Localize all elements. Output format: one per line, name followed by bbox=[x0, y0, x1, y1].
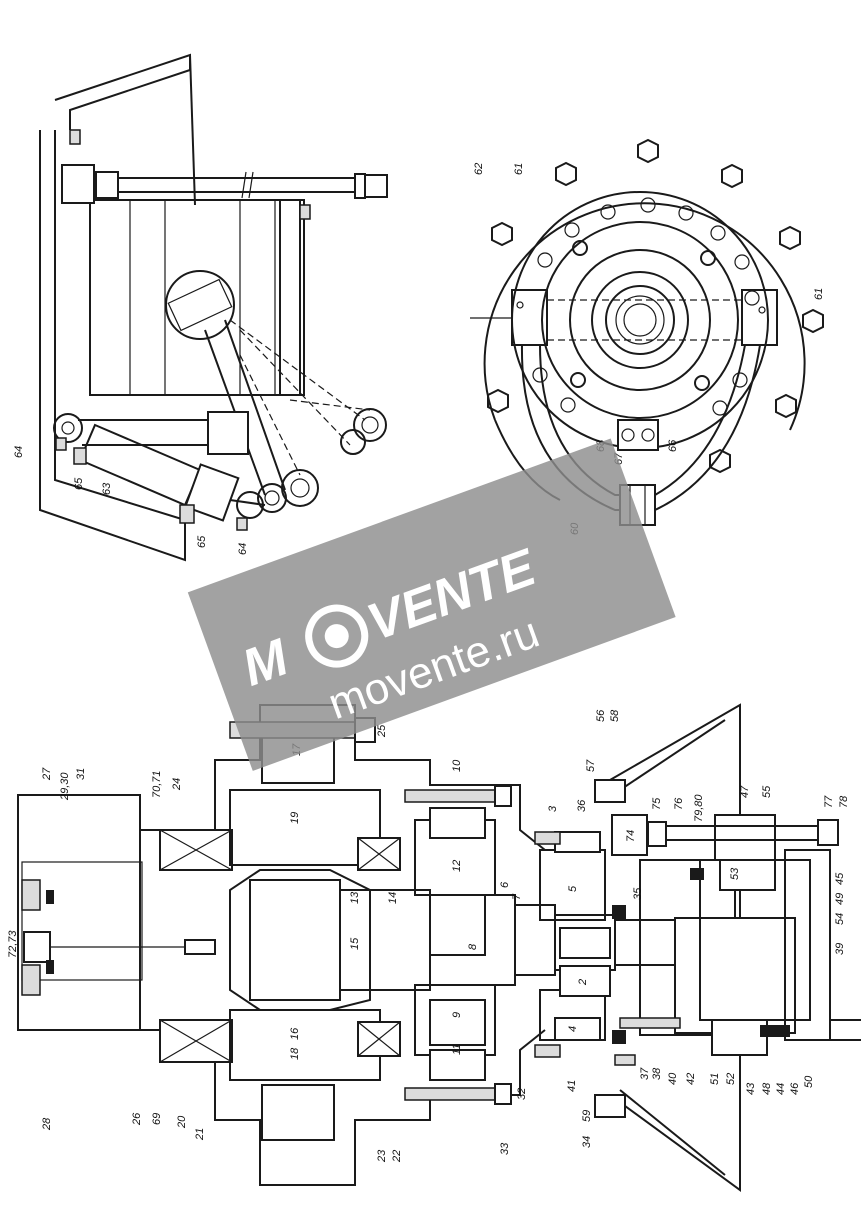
label-39: 39 bbox=[834, 943, 846, 955]
outer-bolt-ring bbox=[487, 138, 824, 474]
label-19: 19 bbox=[289, 812, 301, 824]
label-61a: 61 bbox=[513, 163, 525, 175]
label-5: 5 bbox=[567, 885, 579, 892]
label-32: 32 bbox=[516, 1088, 528, 1100]
label-65a: 65 bbox=[73, 477, 85, 490]
label-79-80: 79,80 bbox=[693, 794, 705, 822]
label-36: 36 bbox=[576, 799, 588, 812]
label-46: 46 bbox=[789, 1082, 801, 1095]
label-45: 45 bbox=[834, 872, 846, 885]
label-16: 16 bbox=[289, 1027, 301, 1040]
label-31: 31 bbox=[75, 768, 87, 780]
label-54: 54 bbox=[834, 913, 846, 925]
label-24: 24 bbox=[171, 778, 183, 791]
watermark-logo-icon bbox=[305, 604, 369, 668]
label-21: 21 bbox=[194, 1128, 206, 1141]
label-75: 75 bbox=[651, 797, 663, 810]
label-55: 55 bbox=[761, 785, 773, 798]
label-74: 74 bbox=[625, 830, 637, 842]
label-70-71: 70,71 bbox=[151, 770, 163, 798]
label-47: 47 bbox=[739, 785, 751, 798]
label-61b: 61 bbox=[813, 288, 825, 300]
label-37: 37 bbox=[639, 1067, 651, 1080]
label-52: 52 bbox=[725, 1073, 737, 1085]
label-40: 40 bbox=[667, 1072, 679, 1085]
label-28: 28 bbox=[41, 1117, 53, 1131]
label-62: 62 bbox=[473, 163, 485, 175]
label-13: 13 bbox=[349, 891, 361, 904]
label-44: 44 bbox=[775, 1083, 787, 1095]
label-3: 3 bbox=[547, 805, 559, 812]
label-59: 59 bbox=[581, 1110, 593, 1122]
label-42: 42 bbox=[685, 1073, 697, 1085]
label-10: 10 bbox=[451, 759, 463, 772]
label-15: 15 bbox=[349, 937, 361, 950]
label-72-73: 72,73 bbox=[7, 930, 19, 958]
label-56: 56 bbox=[595, 709, 607, 722]
label-26: 26 bbox=[131, 1112, 143, 1126]
label-50: 50 bbox=[803, 1075, 815, 1088]
bottom-gearbox-section: 27 29,30 31 70,71 24 72,73 28 26 69 20 2… bbox=[7, 703, 861, 1192]
label-18: 18 bbox=[289, 1047, 301, 1060]
label-64a: 64 bbox=[13, 446, 25, 458]
label-11: 11 bbox=[451, 1044, 463, 1055]
label-41: 41 bbox=[566, 1080, 578, 1092]
label-49: 49 bbox=[834, 893, 846, 905]
label-51: 51 bbox=[709, 1073, 721, 1085]
label-78: 78 bbox=[838, 795, 850, 808]
label-9: 9 bbox=[451, 1012, 463, 1018]
label-8: 8 bbox=[467, 943, 479, 950]
label-33: 33 bbox=[499, 1142, 511, 1155]
label-34: 34 bbox=[581, 1136, 593, 1148]
label-69: 69 bbox=[151, 1113, 163, 1125]
label-27: 27 bbox=[41, 767, 53, 781]
label-6: 6 bbox=[499, 881, 511, 888]
label-43: 43 bbox=[745, 1082, 757, 1095]
label-66: 66 bbox=[667, 439, 679, 452]
top-left-assembly-view: 64 65 63 65 64 bbox=[13, 53, 388, 562]
label-14: 14 bbox=[387, 892, 399, 904]
label-57: 57 bbox=[585, 759, 597, 772]
movente-watermark: M VENTE movente.ru bbox=[187, 438, 676, 771]
label-4: 4 bbox=[567, 1026, 579, 1032]
inner-bolt-circle bbox=[532, 197, 760, 416]
label-2: 2 bbox=[577, 979, 589, 986]
label-76: 76 bbox=[673, 797, 685, 810]
label-20: 20 bbox=[176, 1115, 188, 1129]
label-64b: 64 bbox=[237, 543, 249, 555]
label-53: 53 bbox=[729, 867, 741, 880]
label-77: 77 bbox=[823, 795, 835, 808]
label-22: 22 bbox=[391, 1150, 403, 1163]
label-38: 38 bbox=[651, 1067, 663, 1080]
label-35: 35 bbox=[632, 887, 644, 900]
label-63: 63 bbox=[101, 482, 113, 495]
label-12: 12 bbox=[451, 860, 463, 872]
label-25: 25 bbox=[376, 724, 388, 738]
label-23: 23 bbox=[376, 1149, 388, 1163]
label-65b: 65 bbox=[196, 535, 208, 548]
label-29-30: 29,30 bbox=[59, 772, 71, 801]
label-48: 48 bbox=[761, 1082, 773, 1095]
label-58: 58 bbox=[609, 709, 621, 722]
label-7: 7 bbox=[511, 893, 523, 900]
